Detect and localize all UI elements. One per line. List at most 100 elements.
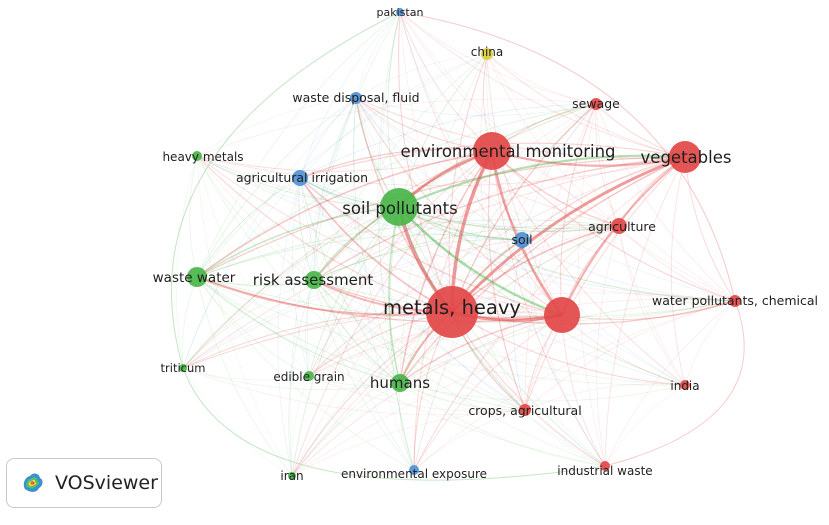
node-humans[interactable] [391,374,409,392]
link-agriculture-environmental-exposure [413,225,620,471]
node-soil-pollutants[interactable] [380,188,418,226]
node-risk-assessment[interactable] [305,271,323,289]
node-label-agriculture[interactable]: agriculture [588,219,656,234]
link-water-pollutants-chemical-environmental-exposure [413,300,736,471]
node-waste-water[interactable] [187,267,207,287]
link-environmental-monitoring-humans [399,150,493,384]
link-soil-triticum [182,239,523,369]
node-label-soil-pollutants[interactable]: soil pollutants [342,199,457,218]
link-soil-pollutants-waste-water [196,206,400,278]
node-label-risk-assessment[interactable]: risk assessment [253,271,374,289]
link-sewage-india [595,103,686,386]
node-label-triticum[interactable]: triticum [161,361,206,375]
node-agricultural-irrigation[interactable] [292,170,308,186]
link-heavy-metals-vegetables [196,155,686,187]
node-label-heavy-metals[interactable]: heavy metals [162,150,243,164]
link-risk-assessment-iran [288,279,315,477]
link-agriculture-soil [521,224,620,241]
link-agricultural-irrigation-humans [299,177,401,384]
link-waste-water-india [196,276,686,386]
link-waste-water-metals-heavy [196,276,453,316]
node-heavy-metals[interactable] [192,151,202,161]
node-pakistan[interactable] [396,8,404,16]
node-industrial-waste[interactable] [600,461,610,471]
link-red-unlabeled-triticum [182,310,563,369]
node-red-unlabeled[interactable] [544,297,580,333]
link-vegetables-risk-assessment [313,156,686,281]
node-waste-disposal-fluid[interactable] [350,92,362,104]
link-china-water-pollutants-chemical [486,53,736,302]
link-humans-india [399,382,686,402]
link-waste-disposal-fluid-iran [289,97,357,477]
node-label-waste-water[interactable]: waste water [153,270,236,286]
link-red-unlabeled-iran [291,314,563,477]
link-environmental-monitoring-waste-water [196,150,493,278]
link-metals-heavy-triticum [182,311,453,369]
link-heavy-metals-agricultural-irrigation [196,155,301,179]
link-edible-grain-iran [291,375,310,477]
link-china-crops-agricultural [480,53,526,411]
link-agriculture-risk-assessment [313,224,620,281]
link-crops-agricultural-environmental-exposure [413,409,526,471]
vosviewer-heatmap-icon [23,473,43,492]
link-vegetables-water-pollutants-chemical [684,156,736,302]
link-vegetables-triticum [182,156,686,369]
node-agriculture[interactable] [611,218,627,234]
link-pakistan-humans [377,11,401,384]
node-label-metals-heavy[interactable]: metals, heavy [383,296,521,319]
link-sewage-metals-heavy [451,103,597,313]
link-china-agricultural-irrigation [299,53,488,179]
link-soil-pollutants-water-pollutants-chemical [398,206,736,302]
outer-link-3 [604,300,745,467]
link-pakistan-sewage [399,11,597,105]
node-soil[interactable] [514,232,530,248]
node-label-humans[interactable]: humans [370,374,430,392]
node-label-edible-grain[interactable]: edible grain [273,370,344,384]
link-environmental-monitoring-iran [291,150,493,477]
link-red-unlabeled-water-pollutants-chemical [561,300,736,321]
link-sewage-edible-grain [308,103,597,377]
link-soil-pollutants-triticum [182,206,400,369]
link-red-unlabeled-industrial-waste [561,314,606,467]
link-soil-waste-water [196,234,523,278]
link-pakistan-metals-heavy [398,11,453,313]
node-water-pollutants-chemical[interactable] [729,295,741,307]
node-label-iran[interactable]: iran [280,469,303,483]
node-metals-heavy[interactable] [426,286,478,338]
node-label-soil[interactable]: soil [511,232,532,247]
node-edible-grain[interactable] [304,371,314,381]
node-label-sewage[interactable]: sewage [572,96,620,111]
node-label-india[interactable]: india [670,379,699,393]
link-soil-pollutants-india [398,206,686,386]
node-label-vegetables[interactable]: vegetables [641,148,732,167]
link-agriculture-humans [399,225,620,384]
link-agricultural-irrigation-edible-grain [291,177,310,377]
node-label-industrial-waste[interactable]: industrial waste [557,464,652,478]
node-label-agricultural-irrigation[interactable]: agricultural irrigation [236,170,368,185]
node-label-environmental-exposure[interactable]: environmental exposure [341,467,487,481]
node-crops-agricultural[interactable] [519,404,531,416]
link-india-industrial-waste [604,384,686,467]
node-china[interactable] [481,48,493,60]
node-label-china[interactable]: china [471,45,504,59]
link-pakistan-risk-assessment [313,11,401,281]
node-label-crops-agricultural[interactable]: crops, agricultural [468,403,581,418]
node-sewage[interactable] [590,98,602,110]
node-environmental-monitoring[interactable] [473,132,511,170]
node-vegetables[interactable] [669,141,701,173]
node-label-environmental-monitoring[interactable]: environmental monitoring [400,142,615,161]
node-india[interactable] [680,380,690,390]
link-sewage-humans [399,103,597,384]
link-red-unlabeled-environmental-exposure [413,314,563,471]
link-humans-crops-agricultural [399,382,526,411]
node-triticum[interactable] [179,364,187,372]
node-label-waste-disposal-fluid[interactable]: waste disposal, fluid [292,90,419,105]
link-risk-assessment-edible-grain [305,279,315,377]
node-environmental-exposure[interactable] [409,465,419,475]
node-label-water-pollutants-chemical[interactable]: water pollutants, chemical [652,293,818,308]
link-soil-iran [291,239,523,477]
node-iran[interactable] [288,472,296,480]
node-label-pakistan[interactable]: pakistan [377,6,424,19]
link-environmental-monitoring-crops-agricultural [488,150,526,411]
